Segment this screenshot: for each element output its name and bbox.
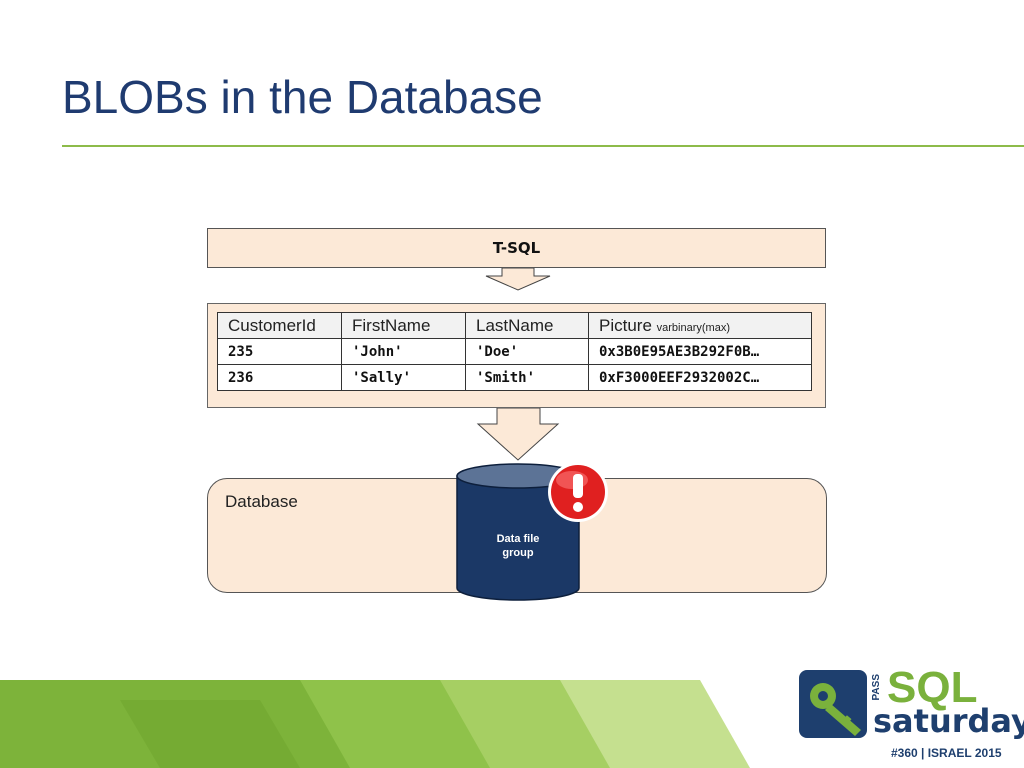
title-divider [62,145,1024,147]
exclamation-warning-icon [548,462,608,522]
table-container: CustomerId FirstName LastName Picture va… [207,303,826,408]
data-file-group-label: Data file group [457,532,579,560]
logo-pass-text: PASS [871,674,882,701]
table-row: 235 'John' 'Doe' 0x3B0E95AE3B292F0B… [217,338,812,365]
header-picture: Picture varbinary(max) [588,312,812,339]
logo-event-text: #360 | ISRAEL 2015 [891,746,1002,760]
key-logo-icon [799,670,867,738]
table-row: 236 'Sally' 'Smith' 0xF3000EEF2932002C… [217,364,812,391]
arrow-table-to-database [476,407,560,461]
cell-picture: 0xF3000EEF2932002C… [588,364,812,391]
tsql-box: T-SQL [207,228,826,268]
cell-firstname: 'John' [341,338,466,365]
sqlsaturday-logo: PASS SQL saturday #360 | ISRAEL 2015 [795,663,1024,768]
tsql-label: T-SQL [492,239,541,257]
cell-customerid: 235 [217,338,342,365]
customer-table: CustomerId FirstName LastName Picture va… [217,312,812,391]
footer-green-bands [0,680,750,768]
cell-lastname: 'Doe' [465,338,589,365]
logo-saturday-text: saturday [873,702,1024,740]
header-customerid: CustomerId [217,312,342,339]
data-file-group-cylinder [456,463,580,601]
logo-sql-text: SQL [887,663,978,712]
slide-title: BLOBs in the Database [62,71,543,123]
header-lastname: LastName [465,312,589,339]
cylinder-label-line2: group [502,547,534,559]
picture-type-note: varbinary(max) [656,321,731,334]
cylinder-label-line1: Data file [496,533,540,545]
database-label: Database [225,492,298,511]
cell-picture: 0x3B0E95AE3B292F0B… [588,338,812,365]
cell-lastname: 'Smith' [465,364,589,391]
cell-firstname: 'Sally' [341,364,466,391]
header-picture-label: Picture [599,315,652,335]
arrow-tsql-to-table [485,267,551,291]
